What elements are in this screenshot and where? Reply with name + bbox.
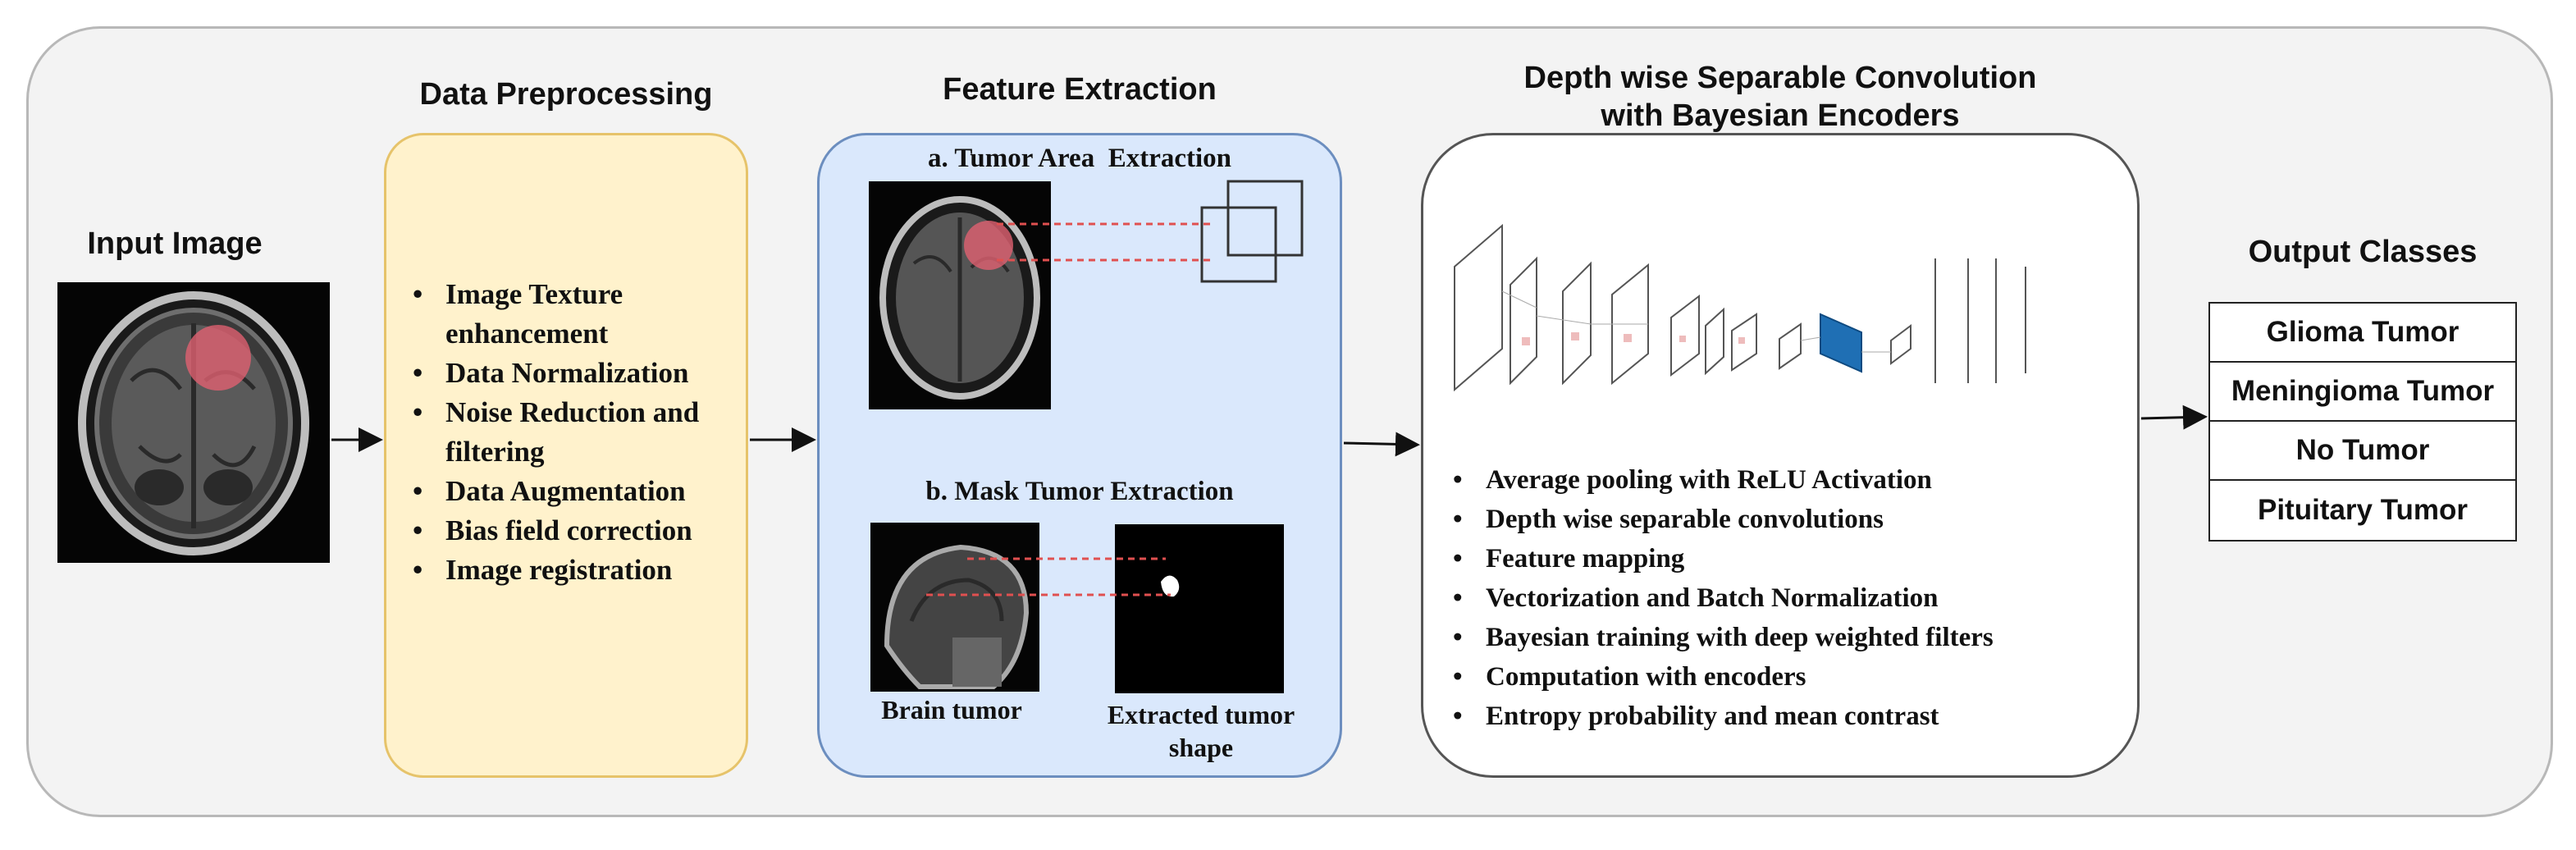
mask-connectors — [926, 557, 1171, 596]
list-item: •Vectorization and Batch Normalization — [1453, 583, 1939, 613]
feature-extraction-title: Feature Extraction — [943, 72, 1217, 107]
depthwise-title-line2: with Bayesian Encoders — [1601, 98, 1960, 133]
preprocessing-title: Data Preprocessing — [419, 77, 713, 112]
output-classes-title: Output Classes — [2248, 235, 2478, 269]
feature-extraction-panel: a. Tumor Area Extraction b. Mask Tumor E… — [817, 133, 1342, 778]
depthwise-list: •Average pooling with ReLU Activation •D… — [1448, 460, 2134, 736]
preprocessing-list: •Image Texture enhancement •Data Normali… — [408, 275, 744, 590]
list-item: •Bayesian training with deep weighted fi… — [1453, 623, 1994, 652]
tumor-region-marker — [964, 221, 1013, 270]
list-item: •Image registration — [413, 554, 673, 586]
sagittal-mri-image — [870, 523, 1039, 692]
tumor-area-connectors — [997, 180, 1304, 283]
arrow-right-icon — [2140, 404, 2208, 430]
extracted-shape-caption: Extracted tumor shape — [1107, 700, 1295, 762]
list-item: •Average pooling with ReLU Activation — [1453, 465, 1932, 495]
list-item: •Depth wise separable convolutions — [1453, 505, 1884, 534]
list-item: •Data Augmentation — [413, 475, 686, 507]
list-item: •Image Texture enhancement — [413, 278, 623, 350]
mask-tumor-subtitle: b. Mask Tumor Extraction — [925, 477, 1234, 506]
tumor-area-image — [869, 181, 1051, 409]
depthwise-title: Depth wise Separable Convolution with Ba… — [1421, 59, 2140, 135]
list-item: •Entropy probability and mean contrast — [1453, 701, 1939, 731]
list-item: •Feature mapping — [1453, 544, 1685, 574]
arrow-right-icon — [1343, 432, 1420, 457]
list-item: •Computation with encoders — [1453, 662, 1806, 692]
tumor-area-subtitle: a. Tumor Area Extraction — [927, 144, 1232, 173]
cnn-architecture-figure — [1454, 223, 2026, 392]
input-image-title: Input Image — [87, 226, 263, 261]
output-class-cell: Glioma Tumor — [2210, 304, 2515, 363]
list-item: •Data Normalization — [413, 357, 689, 389]
mask-shape — [1115, 524, 1284, 693]
output-classes-table: Glioma Tumor Meningioma Tumor No Tumor P… — [2208, 302, 2517, 542]
brain-mri-image — [57, 282, 330, 563]
list-item: •Bias field correction — [413, 514, 692, 546]
output-class-cell: No Tumor — [2210, 422, 2515, 481]
output-class-cell: Pituitary Tumor — [2257, 494, 2469, 526]
depthwise-title-line1: Depth wise Separable Convolution — [1523, 61, 2037, 95]
brain-tumor-caption: Brain tumor — [881, 695, 1022, 724]
preprocessing-panel: •Image Texture enhancement •Data Normali… — [384, 133, 748, 778]
list-item: •Noise Reduction and filtering — [413, 396, 700, 468]
depthwise-panel: •Average pooling with ReLU Activation •D… — [1421, 133, 2140, 778]
output-class-cell: Meningioma Tumor — [2210, 363, 2515, 422]
tumor-region-marker — [185, 325, 251, 391]
